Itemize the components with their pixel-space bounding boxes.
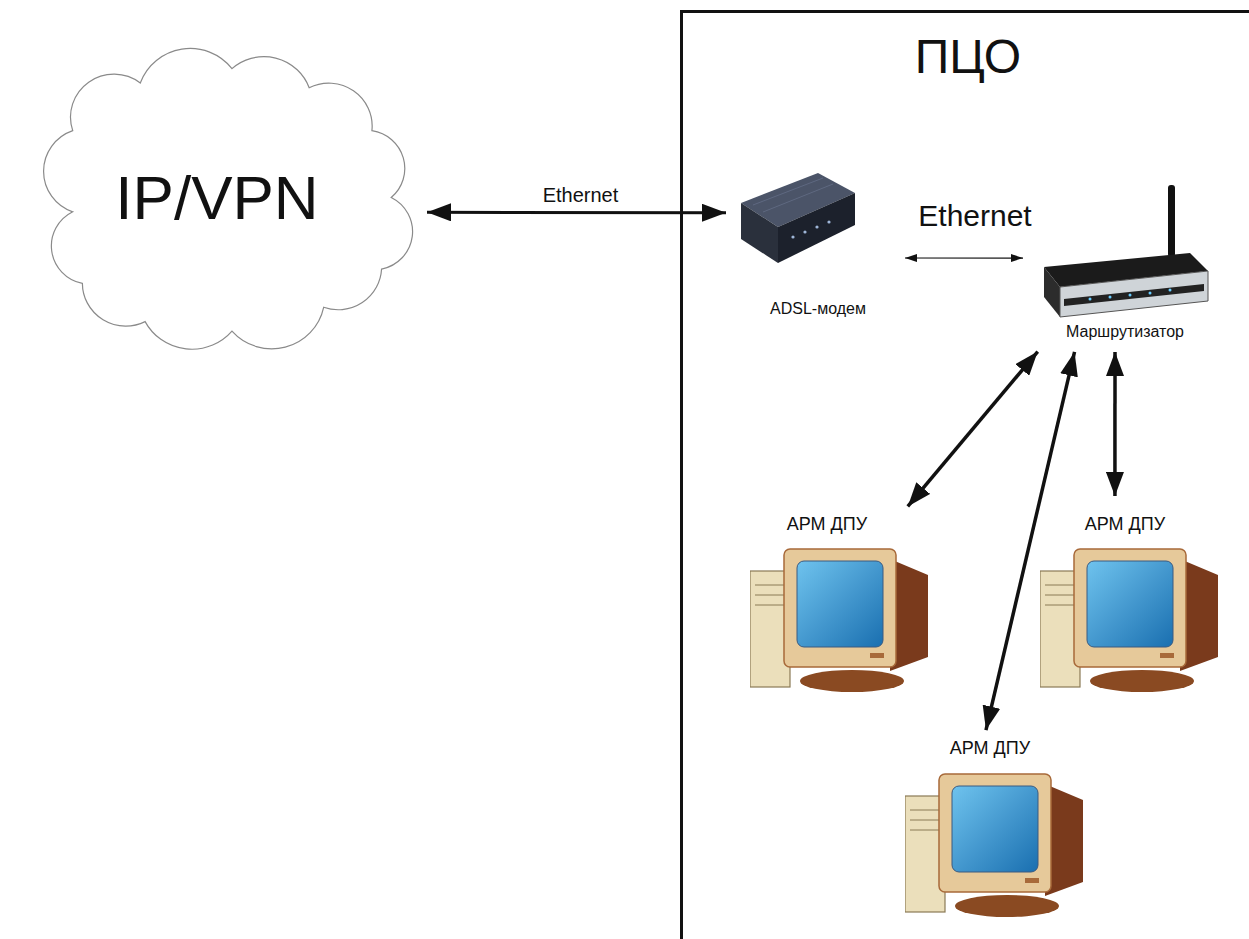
- workstation: АРМ ДПУ: [745, 508, 935, 700]
- modem-device: ADSL-модем: [728, 160, 903, 325]
- workstation: АРМ ДПУ: [900, 732, 1090, 932]
- edge-label: Ethernet: [541, 184, 621, 207]
- node-label: ADSL-модем: [770, 300, 866, 318]
- workstation-picture: [1040, 545, 1220, 695]
- edge-label: Ethernet: [916, 199, 1033, 234]
- workstation-picture: [905, 770, 1085, 920]
- node-label: АРМ ДПУ: [1085, 514, 1165, 535]
- workstation-symbol: [1040, 549, 1218, 692]
- node-label: АРМ ДПУ: [787, 514, 867, 535]
- modem-device-picture: [733, 165, 858, 275]
- connector-arrow: [908, 352, 1038, 507]
- cloud-network: IP/VPN: [10, 40, 425, 355]
- node-label: АРМ ДПУ: [950, 738, 1030, 759]
- cloud-network-symbol: [44, 48, 413, 349]
- node-label: IP/VPN: [115, 162, 318, 233]
- workstation-picture: [750, 545, 930, 695]
- router-device-picture: [1040, 185, 1210, 325]
- connector-arrow: [1113, 352, 1117, 496]
- modem-device-symbol: [741, 173, 855, 263]
- workstation-symbol: [750, 549, 928, 692]
- router-device-symbol: [1044, 185, 1208, 317]
- node-label: Маршрутизатор: [1066, 323, 1184, 341]
- site-boundary: ADSL-модемМаршрутизаторАРМ ДПУ АРМ ДПУ АРМ…: [680, 10, 1249, 939]
- router-device: Маршрутизатор: [1025, 180, 1225, 350]
- workstation-symbol: [905, 774, 1083, 917]
- workstation: АРМ ДПУ: [1040, 498, 1225, 700]
- area-title: ПЦО: [915, 29, 1021, 84]
- connector-arrow: [905, 257, 1023, 258]
